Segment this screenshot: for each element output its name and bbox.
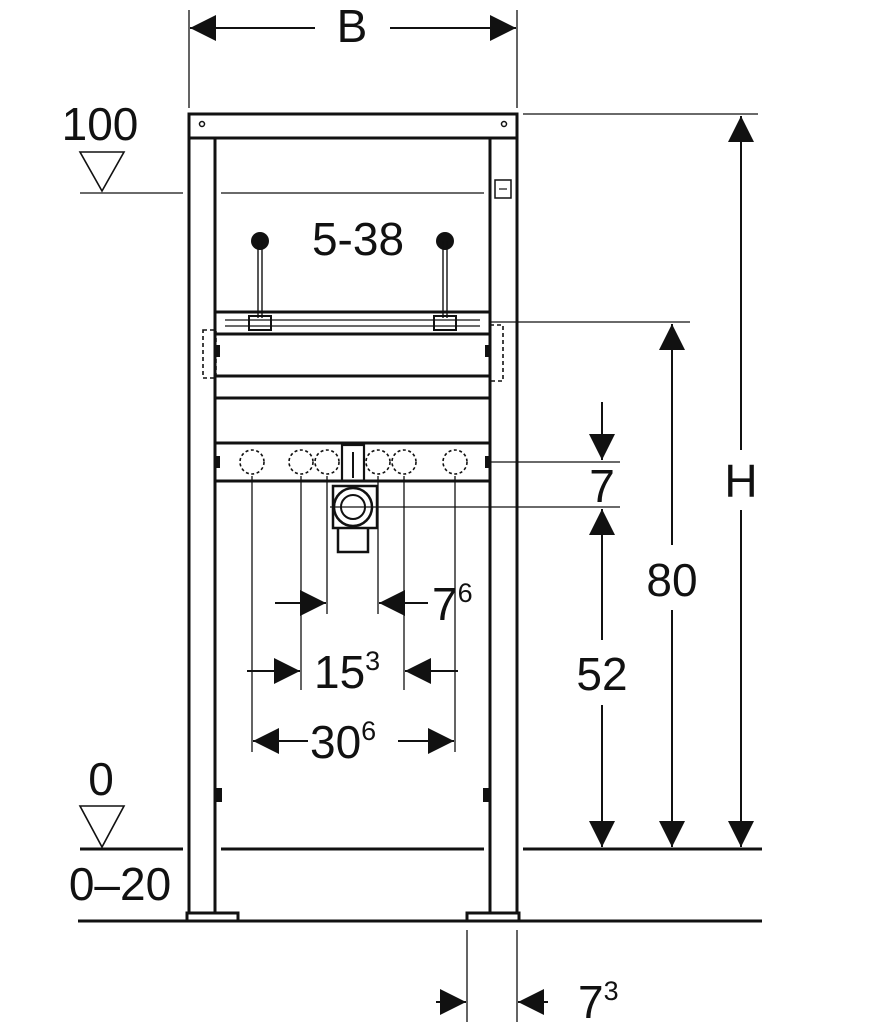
label-level-top: 100 <box>62 98 139 150</box>
cross-rails <box>202 310 504 483</box>
label-dim-73-sup: 3 <box>604 976 619 1006</box>
label-dim-76-sup: 6 <box>458 578 473 608</box>
plate-hole-1 <box>239 449 265 475</box>
plate-hole-3 <box>314 449 340 475</box>
right-adjust-clip <box>483 788 490 802</box>
bolt-block-left <box>248 315 272 331</box>
lower-plate-holes <box>239 449 468 475</box>
label-dim-153-base: 15 <box>314 646 365 698</box>
label-dim-76: 76 <box>432 578 473 630</box>
lower-plate-dot-left <box>215 456 220 468</box>
label-dim-153: 153 <box>314 646 380 698</box>
label-dim-76-base: 7 <box>432 578 458 630</box>
connection-hole-right <box>436 232 454 250</box>
label-level-floor: 0 <box>88 753 114 805</box>
label-dim-73-base: 7 <box>578 976 604 1024</box>
drain-elbow <box>336 528 370 554</box>
label-height-h: H <box>724 455 757 507</box>
left-adjust-clip <box>215 788 222 802</box>
floor-lines <box>78 847 762 923</box>
upright-marker <box>494 179 512 199</box>
labels: B H 100 0 0–20 5-38 7 80 52 76 153 306 7… <box>62 0 758 1028</box>
frame-top-hole-right <box>500 120 508 128</box>
bolt-block-right <box>433 315 457 331</box>
label-dim-306-base: 30 <box>310 716 361 768</box>
extension-lines <box>80 10 758 1022</box>
level-markers <box>78 151 126 849</box>
side-clamp-left-dot <box>215 345 220 357</box>
side-clamp-right-dot <box>485 345 490 357</box>
level-marker-top-icon <box>78 151 126 193</box>
plate-hole-5 <box>391 449 417 475</box>
plate-hole-4 <box>365 449 391 475</box>
level-marker-floor-icon <box>78 805 126 849</box>
label-dim-80: 80 <box>646 554 697 606</box>
label-dim-52: 52 <box>576 648 627 700</box>
label-dim-306-sup: 6 <box>361 716 376 746</box>
label-hole-spacing: 5-38 <box>312 213 404 265</box>
dimension-lines <box>190 15 754 1015</box>
plate-hole-6 <box>442 449 468 475</box>
upper-plate <box>213 310 492 336</box>
lower-plate-dot-right <box>485 456 490 468</box>
label-width-b: B <box>337 0 368 52</box>
label-dim-7: 7 <box>589 460 615 512</box>
connection-points <box>251 232 454 318</box>
label-dim-153-sup: 3 <box>365 646 380 676</box>
label-dim-73: 73 <box>578 976 619 1024</box>
label-dim-306: 306 <box>310 716 376 768</box>
frame-top-hole-left <box>198 120 206 128</box>
side-clamp-right <box>489 324 504 382</box>
drain-bracket <box>340 443 366 483</box>
connection-hole-left <box>251 232 269 250</box>
plate-hole-2 <box>288 449 314 475</box>
frame-top-rail <box>187 112 519 140</box>
label-floor-range: 0–20 <box>69 858 171 910</box>
